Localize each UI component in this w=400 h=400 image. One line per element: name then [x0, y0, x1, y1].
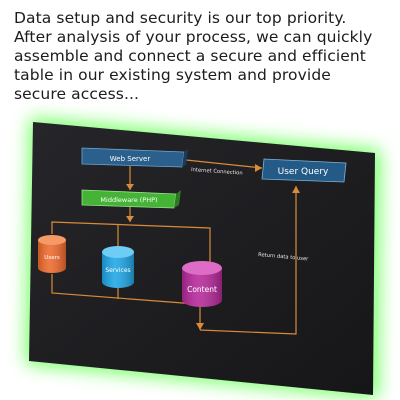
intro-text: Data setup and security is our top prior… — [14, 9, 394, 104]
internet-connection-label: Internet Connection — [191, 167, 243, 177]
return-data-label: Return data to user — [258, 252, 310, 262]
content-label: Content — [187, 285, 217, 294]
middleware-label: Middleware (PHP) — [100, 196, 157, 204]
services-label: Services — [105, 267, 130, 274]
arrowheads — [126, 164, 300, 330]
intro-line: secure access... — [14, 85, 140, 103]
web-server-node: Web Server — [81, 147, 188, 168]
intro-line: assemble and connect a secure and effici… — [14, 47, 366, 65]
middleware-node: Middleware (PHP) — [81, 189, 181, 209]
user-query-node: User Query — [261, 158, 347, 183]
user-query-label: User Query — [278, 167, 329, 177]
users-database: Users — [38, 235, 66, 273]
services-database: Services — [102, 246, 134, 288]
users-label: Users — [44, 255, 60, 261]
intro-line: table in our existing system and provide — [14, 66, 331, 84]
web-server-label: Web Server — [110, 155, 151, 163]
board-panel — [29, 122, 375, 395]
intro-line: Data setup and security is our top prior… — [14, 9, 347, 27]
intro-line: After analysis of your process, we can q… — [14, 28, 373, 46]
content-database: Content — [182, 261, 222, 307]
